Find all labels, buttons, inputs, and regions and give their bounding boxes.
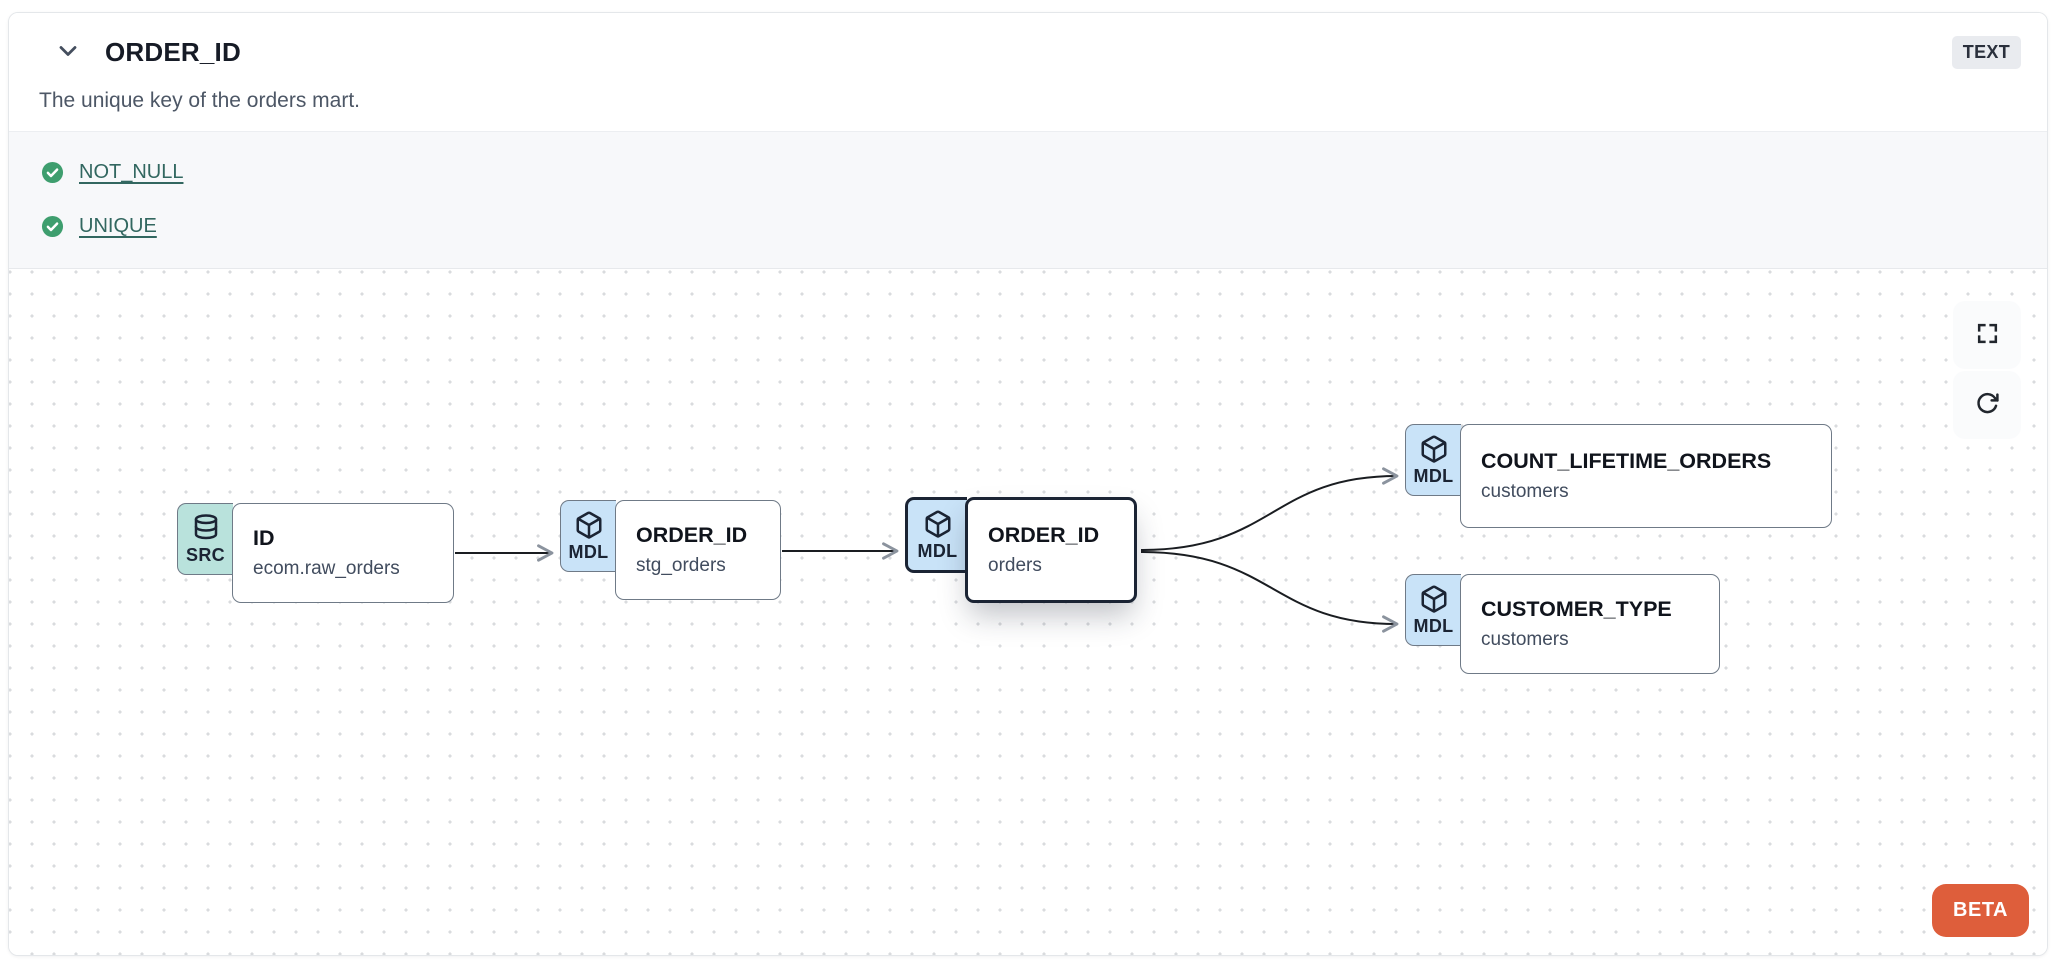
node-subtitle: ecom.raw_orders (253, 558, 400, 579)
node-badge: MDL (1405, 424, 1461, 496)
node-badge: SRC (177, 503, 233, 575)
node-title: COUNT_LIFETIME_ORDERS (1481, 449, 1772, 473)
node-box: ORDER_ID orders (965, 497, 1137, 603)
beta-badge: BETA (1932, 884, 2029, 937)
lineage-node-customer-type[interactable]: MDL CUSTOMER_TYPE customers (1405, 574, 1720, 674)
lineage-node-source-id[interactable]: SRC ID ecom.raw_orders (177, 503, 454, 603)
cube-icon (923, 509, 953, 539)
node-subtitle: customers (1481, 481, 1569, 502)
test-link-not-null[interactable]: NOT_NULL (79, 160, 184, 183)
lineage-edges (455, 467, 1399, 633)
cube-icon (574, 510, 604, 540)
check-circle-icon (41, 215, 64, 238)
node-box: CUSTOMER_TYPE customers (1460, 574, 1720, 674)
test-link-unique[interactable]: UNIQUE (79, 214, 157, 237)
fullscreen-button[interactable] (1953, 301, 2021, 369)
column-description: The unique key of the orders mart. (39, 89, 360, 112)
node-box: ID ecom.raw_orders (232, 503, 454, 603)
column-type-badge: TEXT (1951, 35, 2021, 69)
node-title: ID (253, 526, 275, 550)
edge (1140, 551, 1399, 633)
node-box: COUNT_LIFETIME_ORDERS customers (1460, 424, 1832, 528)
column-details-card: ORDER_ID TEXT The unique key of the orde… (8, 12, 2048, 956)
node-badge-label: MDL (1413, 465, 1454, 486)
chevron-down-icon (54, 37, 82, 68)
column-title: ORDER_ID (105, 36, 241, 67)
edge (1140, 467, 1399, 551)
lineage-canvas[interactable]: SRC ID ecom.raw_orders MDL ORDER_ID stg_… (9, 269, 2047, 955)
tests-section: NOT_NULL UNIQUE (9, 131, 2047, 269)
canvas-controls (1953, 301, 2021, 439)
collapse-chevron-button[interactable] (51, 35, 85, 69)
cube-icon (1419, 584, 1449, 614)
node-badge-label: MDL (917, 540, 958, 561)
cube-icon (1419, 434, 1449, 464)
header-row: ORDER_ID TEXT (51, 35, 2021, 69)
refresh-button[interactable] (1953, 371, 2021, 439)
check-circle-icon (41, 161, 64, 184)
refresh-icon (1975, 391, 2000, 419)
node-badge-label: SRC (186, 544, 225, 565)
node-subtitle: customers (1481, 629, 1569, 650)
node-title: CUSTOMER_TYPE (1481, 597, 1672, 621)
node-badge: MDL (560, 500, 616, 572)
node-badge-label: MDL (568, 541, 609, 562)
lineage-node-count-lifetime-orders[interactable]: MDL COUNT_LIFETIME_ORDERS customers (1405, 424, 1832, 528)
test-row: UNIQUE (41, 206, 2047, 246)
node-subtitle: orders (988, 555, 1042, 576)
node-subtitle: stg_orders (636, 555, 726, 576)
node-title: ORDER_ID (636, 523, 748, 547)
fullscreen-icon (1975, 321, 2000, 349)
lineage-node-orders-selected[interactable]: MDL ORDER_ID orders (905, 497, 1137, 603)
node-badge: MDL (905, 497, 967, 573)
node-title: ORDER_ID (988, 523, 1100, 547)
test-row: NOT_NULL (41, 152, 2047, 192)
node-box: ORDER_ID stg_orders (615, 500, 781, 600)
database-icon (191, 513, 221, 543)
card-header: ORDER_ID TEXT The unique key of the orde… (9, 13, 2047, 131)
node-badge: MDL (1405, 574, 1461, 646)
node-badge-label: MDL (1413, 615, 1454, 636)
lineage-node-stg-orders[interactable]: MDL ORDER_ID stg_orders (560, 500, 781, 600)
